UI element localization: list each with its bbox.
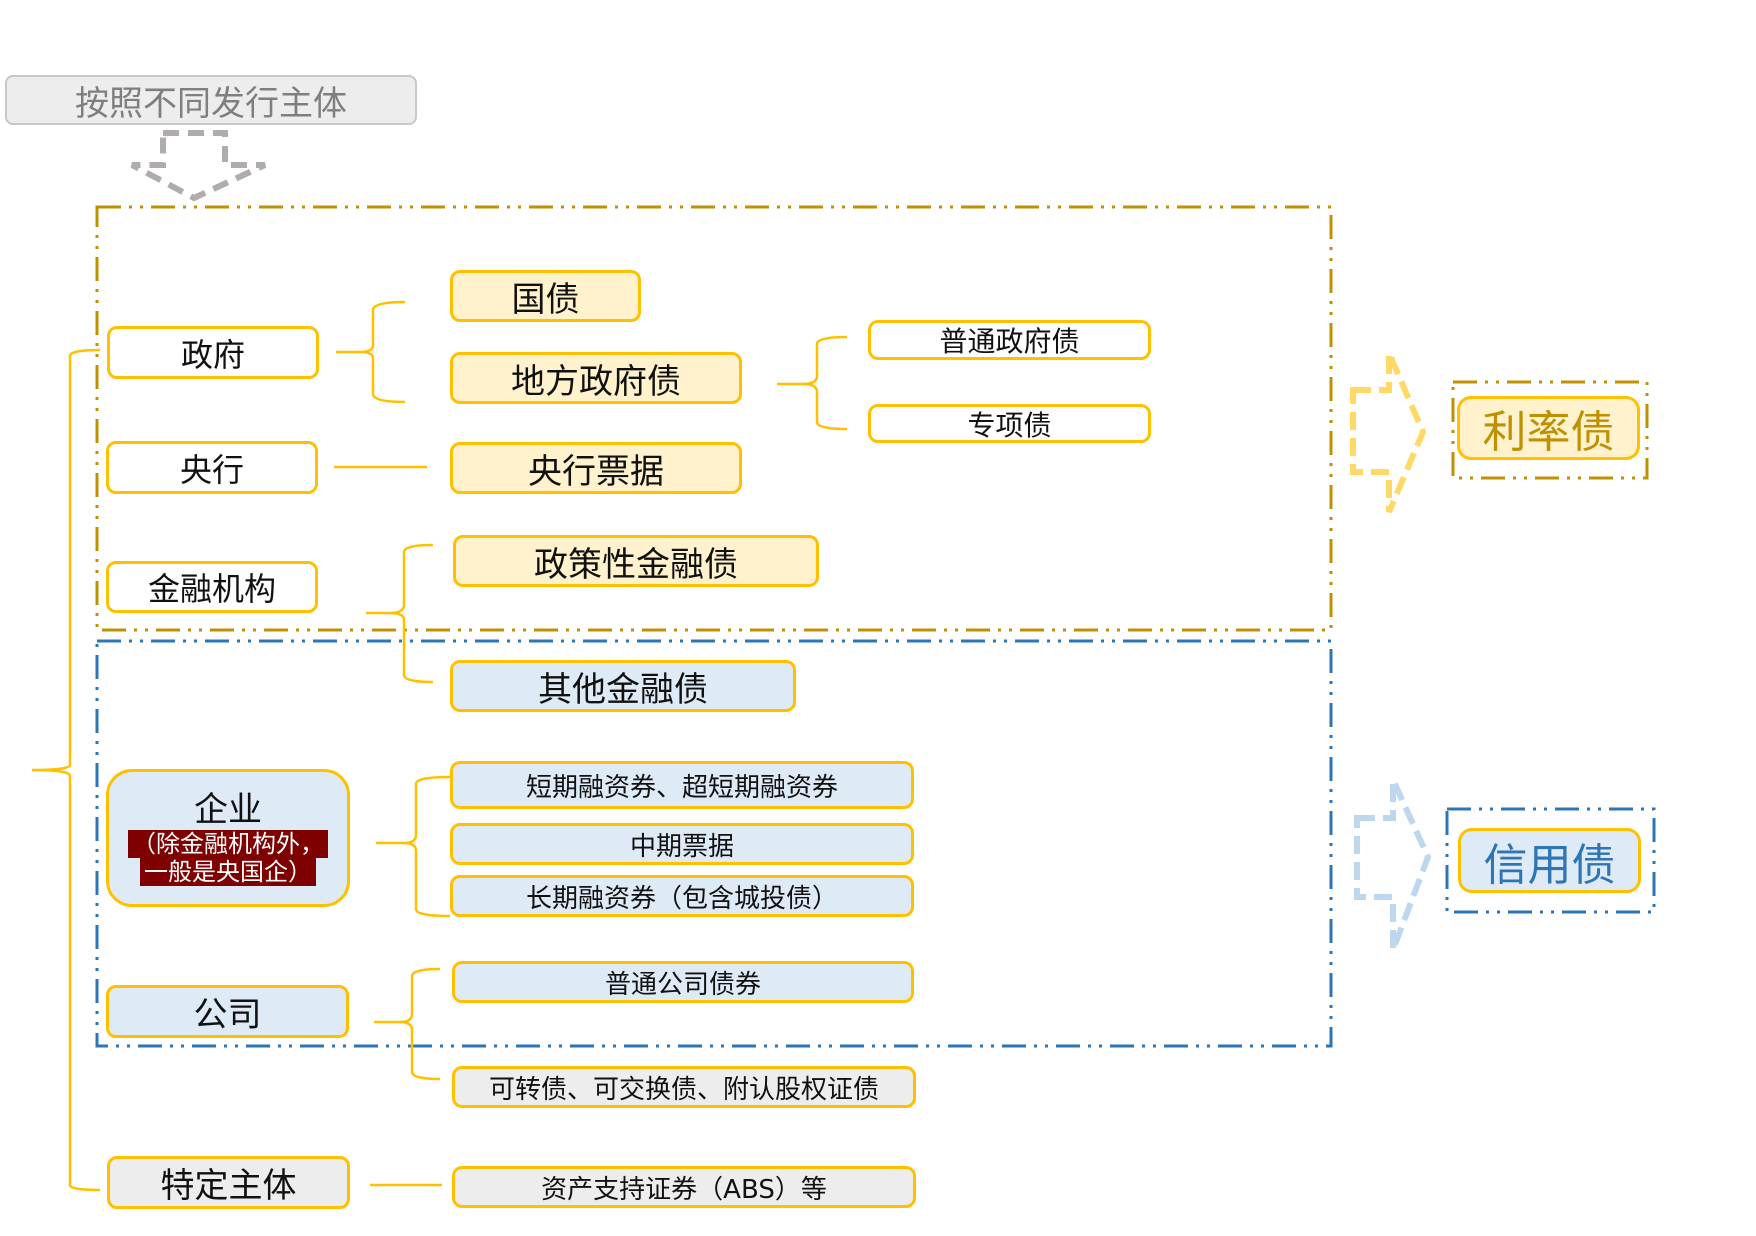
bond-other-financial: 其他金融债 — [450, 660, 796, 712]
bond-central-bank-bill-label: 央行票据 — [528, 451, 664, 492]
bond-short-term: 短期融资券、超短期融资券 — [450, 761, 914, 809]
rate-bond-frame — [95, 205, 1333, 632]
bond-short-term-label: 短期融资券、超短期融资券 — [525, 772, 838, 803]
rate-bond-label-frame — [1451, 380, 1649, 480]
down-arrow-icon — [130, 130, 267, 202]
local-gov-special-label: 专项债 — [967, 408, 1052, 442]
issuer-financial-institution: 金融机构 — [106, 561, 318, 613]
category-rate-bond-label: 利率债 — [1482, 407, 1615, 458]
company-brace — [374, 967, 441, 1081]
issuer-financial-institution-label: 金融机构 — [147, 570, 276, 608]
issuer-central-bank-label: 央行 — [179, 450, 244, 489]
bond-policy-financial: 政策性金融债 — [453, 535, 819, 587]
issuer-central-bank: 央行 — [106, 441, 318, 494]
category-credit-bond-label: 信用债 — [1483, 839, 1616, 891]
main-brace — [31, 348, 101, 1192]
bond-long-term-label: 长期融资券（包含城投债） — [525, 883, 838, 914]
bond-local-government: 地方政府债 — [450, 352, 742, 404]
issuer-specific-entity: 特定主体 — [107, 1156, 350, 1209]
bond-local-government-label: 地方政府债 — [511, 361, 681, 402]
bond-abs: 资产支持证券（ABS）等 — [452, 1166, 916, 1208]
government-brace — [336, 300, 406, 404]
bond-long-term: 长期融资券（包含城投债） — [450, 875, 914, 917]
local-government-brace — [777, 335, 848, 431]
bond-abs-label: 资产支持证券（ABS）等 — [541, 1174, 827, 1205]
bond-policy-financial-label: 政策性金融债 — [534, 544, 738, 585]
bond-treasury: 国债 — [450, 270, 641, 322]
credit-bond-arrow-icon — [1354, 778, 1432, 952]
bond-convertible-label: 可转债、可交换债、附认股权证债 — [488, 1074, 879, 1105]
issuer-government: 政府 — [107, 326, 319, 379]
local-gov-general: 普通政府债 — [868, 320, 1151, 360]
enterprise-brace — [376, 775, 451, 918]
header-title: 按照不同发行主体 — [75, 83, 347, 124]
issuer-company: 公司 — [106, 985, 349, 1038]
bond-treasury-label: 国债 — [511, 279, 580, 320]
category-rate-bond: 利率债 — [1457, 396, 1640, 460]
enterprise-note-line1: （除金融机构外， — [128, 830, 328, 858]
category-credit-bond: 信用债 — [1458, 828, 1641, 893]
issuer-government-label: 政府 — [180, 335, 245, 374]
issuer-enterprise: 企业 （除金融机构外， 一般是央国企） — [106, 769, 350, 907]
local-gov-general-label: 普通政府债 — [939, 325, 1080, 358]
issuer-specific-entity-label: 特定主体 — [160, 1166, 297, 1206]
rate-bond-arrow-icon — [1350, 351, 1427, 514]
bond-other-financial-label: 其他金融债 — [538, 669, 708, 710]
bond-medium-term-note-label: 中期票据 — [629, 831, 734, 862]
bond-corporate: 普通公司债券 — [452, 961, 914, 1003]
bond-corporate-label: 普通公司债券 — [604, 969, 761, 1000]
bond-central-bank-bill: 央行票据 — [450, 442, 742, 494]
local-gov-special: 专项债 — [868, 404, 1151, 443]
issuer-company-label: 公司 — [193, 995, 262, 1035]
classification-header: 按照不同发行主体 — [5, 75, 417, 125]
credit-bond-frame — [95, 639, 1333, 1048]
bond-medium-term-note: 中期票据 — [450, 823, 914, 865]
issuer-enterprise-label: 企业 — [194, 790, 262, 830]
financial-brace — [366, 543, 434, 684]
bond-convertible: 可转债、可交换债、附认股权证债 — [452, 1066, 916, 1108]
enterprise-note-line2: 一般是央国企） — [140, 858, 316, 886]
